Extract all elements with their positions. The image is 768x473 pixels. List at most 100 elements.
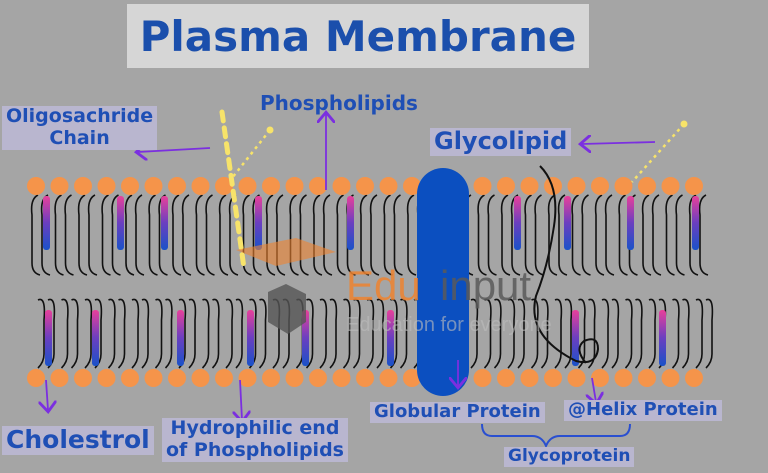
- fatty-acid-tail: [117, 298, 126, 369]
- phosphate-head: [144, 177, 163, 195]
- fatty-acid-tail: [329, 298, 338, 369]
- fatty-acid-tail: [54, 194, 64, 276]
- fatty-acid-tail: [131, 298, 140, 369]
- fatty-acid-tail: [587, 298, 596, 369]
- label-glycolipid: Glycolipid: [430, 127, 572, 156]
- label-globular-protein: Globular Protein: [370, 401, 545, 423]
- fatty-acid-tail: [289, 194, 299, 276]
- fatty-acid-tail: [383, 194, 393, 276]
- fatty-acid-tail: [483, 298, 492, 369]
- fatty-acid-tail: [393, 194, 403, 276]
- label-line: Oligosachride: [6, 105, 154, 127]
- label-helix-protein: @Helix Protein: [564, 399, 722, 421]
- fatty-acid-tail: [547, 194, 558, 276]
- phosphate-head: [379, 369, 398, 387]
- fatty-acid-tail: [571, 194, 581, 276]
- page-title: Plasma Membrane: [127, 4, 589, 68]
- fatty-acid-tail: [205, 194, 215, 276]
- glycoprotein-brace: [481, 423, 631, 449]
- fatty-acid-tail: [507, 298, 516, 369]
- fatty-acid-tail: [564, 298, 573, 369]
- helix-protein-strand: [533, 165, 600, 364]
- fatty-acid-tail: [154, 298, 163, 369]
- carbohydrate-end: [266, 126, 274, 134]
- fatty-acid-tail: [134, 194, 145, 276]
- phosphate-head: [50, 369, 69, 387]
- fatty-acid-tail: [594, 194, 605, 276]
- fatty-acid-tail: [352, 298, 361, 369]
- fatty-acid-tail: [651, 194, 662, 276]
- phosphate-head: [685, 177, 703, 195]
- carbohydrate-end: [680, 120, 688, 128]
- fatty-acid-tail: [557, 194, 568, 276]
- phosphate-head: [74, 177, 92, 195]
- phosphate-head: [591, 177, 609, 195]
- fatty-acid-tail: [305, 298, 314, 369]
- carbohydrate-chain: [231, 129, 271, 179]
- fatty-acid-tail: [366, 298, 375, 369]
- pointer-arrow: [46, 379, 48, 410]
- fatty-acid-tail: [211, 298, 220, 369]
- phosphate-head: [685, 369, 703, 387]
- watermark-tagline: Education for everyone: [346, 314, 552, 336]
- fatty-acid-tail: [148, 194, 158, 276]
- phosphate-head: [520, 369, 539, 387]
- fatty-acid-tail: [577, 298, 586, 369]
- fatty-acid-tail: [265, 194, 276, 276]
- cholesterol-molecule: [692, 196, 699, 250]
- phosphate-head: [50, 177, 69, 195]
- phosphate-head: [497, 177, 515, 195]
- fatty-acid-tail: [77, 194, 88, 276]
- cholesterol-molecule: [255, 196, 262, 250]
- fatty-acid-tail: [201, 298, 210, 369]
- phosphate-head: [403, 177, 421, 195]
- pointer-arrow: [138, 148, 211, 152]
- phosphate-head: [168, 369, 186, 387]
- label-hydrophilic-end: Hydrophilic end of Phospholipids: [162, 417, 348, 462]
- fatty-acid-tail: [171, 194, 182, 276]
- fatty-acid-tail: [164, 298, 173, 369]
- phosphate-head: [661, 369, 680, 387]
- phosphate-head: [309, 177, 327, 195]
- phosphate-head: [567, 177, 586, 195]
- cholesterol-molecule: [572, 310, 579, 366]
- fatty-acid-tail: [618, 194, 628, 276]
- phosphate-head: [285, 369, 304, 387]
- fatty-acid-tail: [470, 298, 479, 369]
- label-oligosaccharide-chain: Oligosachride Chain: [2, 105, 158, 150]
- cholesterol-molecule: [347, 196, 354, 250]
- pointer-arrow: [592, 377, 596, 402]
- fatty-acid-tail: [195, 194, 205, 276]
- fatty-acid-tail: [376, 298, 385, 369]
- phosphate-head: [191, 177, 210, 195]
- fatty-acid-tail: [312, 194, 323, 276]
- phosphate-head: [332, 177, 351, 195]
- fatty-acid-tail: [359, 194, 370, 276]
- fatty-acid-tail: [37, 298, 46, 369]
- watermark-logo-icon: [268, 284, 306, 334]
- phosphate-head: [121, 177, 139, 195]
- fatty-acid-tail: [517, 298, 526, 369]
- fatty-acid-tail: [540, 298, 549, 369]
- cholesterol-molecule: [564, 196, 571, 250]
- phosphate-head: [215, 369, 233, 387]
- fatty-acid-tail: [225, 298, 234, 369]
- label-phospholipids: Phospholipids: [260, 91, 418, 115]
- fatty-acid-tail: [235, 298, 244, 369]
- phosphate-head: [27, 177, 45, 195]
- cholesterol-molecule: [247, 310, 254, 366]
- phosphate-head: [309, 369, 327, 387]
- fatty-acid-tail: [319, 298, 328, 369]
- label-line: of Phospholipids: [166, 438, 344, 461]
- phosphate-head: [638, 177, 656, 195]
- fatty-acid-tail: [681, 298, 690, 369]
- fatty-acid-tail: [477, 194, 487, 276]
- watermark-brand-input: input: [440, 262, 532, 309]
- fatty-acid-tail: [218, 194, 229, 276]
- fatty-acid-tail: [534, 194, 544, 276]
- cholesterol-molecule: [659, 310, 666, 366]
- phosphate-head: [661, 177, 680, 195]
- globular-protein: [417, 168, 469, 396]
- fatty-acid-tail: [242, 194, 252, 276]
